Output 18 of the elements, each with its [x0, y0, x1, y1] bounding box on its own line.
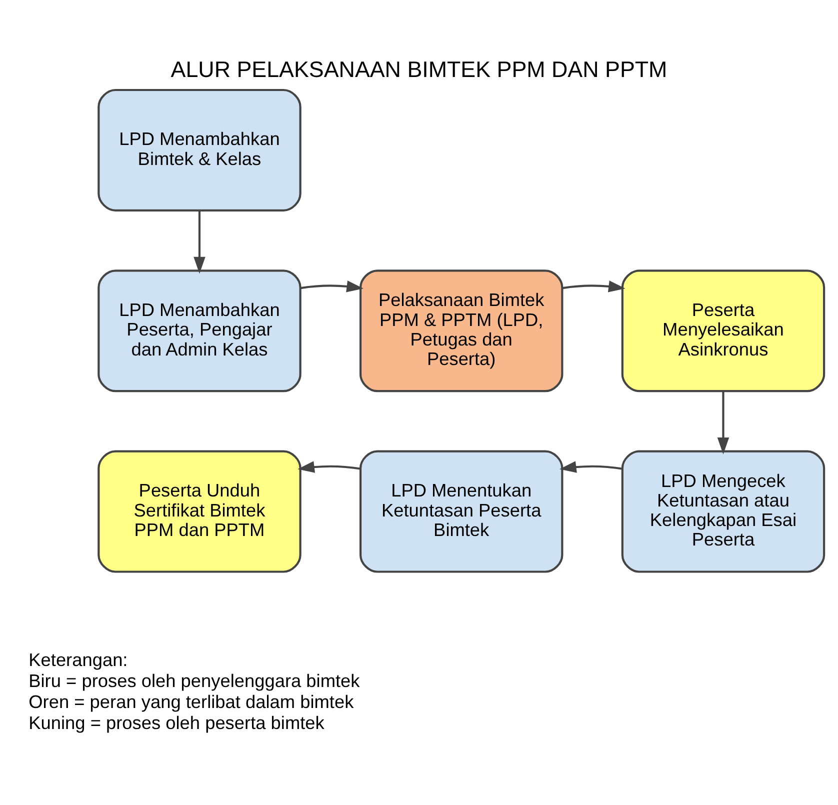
node-box: LPD Menambahkan Peserta, Pengajar dan Admin Kelas: [98, 269, 302, 392]
node-box: LPD Menentukan Ketuntasan Peserta Bimtek: [359, 450, 564, 572]
arrow: [559, 460, 622, 472]
node-box: LPD Menambahkan Bimtek & Kelas: [98, 88, 302, 211]
diagram-title: ALUR PELAKSANAAN BIMTEK PPM DAN PPTM: [170, 56, 668, 82]
label: Kuning = proses oleh peserta bimtek: [28, 712, 324, 733]
label: Biru = proses oleh penyelenggara bimtek: [28, 670, 360, 691]
arrow: [717, 391, 730, 454]
label: Keterangan:: [28, 650, 128, 670]
arrow: [300, 280, 364, 292]
node-box: Peserta Unduh Sertifikat Bimtek PPM dan PPTM: [98, 450, 302, 572]
node-box: Peserta Menyelesaikan Asinkronus: [621, 269, 826, 392]
node-box: Pelaksanaan Bimtek PPM & PPTM (LPD, Petugas dan Peserta): [359, 269, 564, 392]
arrow: [194, 210, 206, 274]
node-box: LPD Mengecek Ketuntasan atau Kelengkapan Esai Peserta: [621, 450, 826, 572]
arrow: [298, 460, 360, 472]
arrow: [562, 280, 626, 292]
label: Oren = peran yang terlibat dalam bimtek: [28, 692, 354, 712]
